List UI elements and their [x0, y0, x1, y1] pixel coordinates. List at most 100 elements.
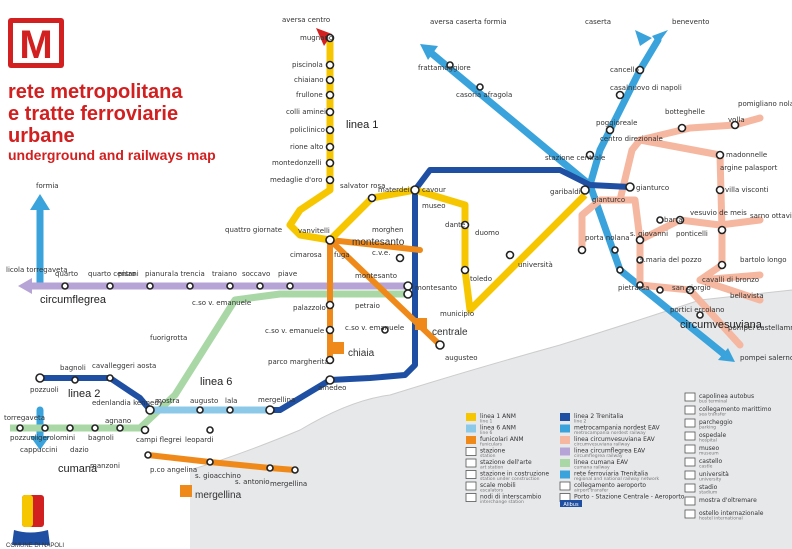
funicular-centrale-label: centrale [432, 327, 468, 338]
station-quarto-centro: quarto centro [88, 270, 136, 278]
station-augusteo: augusteo [445, 354, 478, 362]
station-parco-margherita: parco margherita [268, 358, 329, 366]
station-edenlandia: edenlandia kennedy [92, 399, 163, 407]
station-cavalleggeri: cavalleggeri aosta [92, 362, 156, 370]
legend-label: collegamento aeroporto [574, 482, 646, 489]
sea-area [190, 290, 792, 549]
funicular-icon [415, 318, 427, 330]
legend-label: stazione [480, 448, 505, 455]
station-materdei: materdei [378, 186, 410, 194]
station-chiaiano: chiaiano [294, 76, 323, 84]
legend-label: parcheggio [699, 419, 733, 426]
station-p-angelina: p.co angelina [150, 466, 197, 474]
station-casalnuovo: casalnuovo di napoli [610, 84, 682, 92]
legend-swatch [560, 424, 570, 433]
legend-sublabel: regional and national railway network [574, 476, 660, 482]
station-caserta: caserta [585, 18, 611, 26]
station-garibaldi: garibaldi [550, 188, 581, 196]
station-san-giorgio: san giorgio [672, 284, 711, 292]
station-villa-visconti: villa visconti [725, 186, 769, 194]
station-cve: c.v.e. [372, 249, 390, 257]
station-casoria: casoria afragola [456, 91, 512, 99]
station-s-giovanni: s. giovanni [630, 230, 668, 238]
station-bagnoli: bagnoli [60, 364, 86, 372]
comune-logo [12, 495, 50, 545]
station-gianturco-cv: gianturco [592, 196, 625, 204]
station-aversa-caserta: aversa caserta formia [430, 18, 507, 26]
station-morghen: morghen [372, 226, 403, 234]
station-torregaveta: torregaveta [4, 414, 45, 422]
station-montesanto-cumana: montesanto [415, 284, 457, 292]
station-rione-alto: rione alto [290, 143, 323, 151]
legend-swatch [560, 447, 570, 456]
station-sarno: sarno ottaviano [750, 212, 792, 220]
station-montedonzelli: montedonzelli [272, 159, 322, 167]
legend-label: linea 6 ANM [480, 425, 516, 432]
station-cso-v-emanuele-cumana: c.so v. emanuele [192, 299, 251, 307]
legend-sublabel: line 6 [480, 430, 493, 436]
station-medaglie-doro: medaglie d'oro [270, 176, 322, 184]
coastline [189, 289, 792, 471]
legend-label: linea 1 ANM [480, 413, 516, 420]
station-labels: aversa centro mugnano piscinola chiaiano… [4, 16, 792, 488]
legend-swatch [560, 459, 570, 467]
legend-swatch [465, 458, 477, 468]
station-cancello: cancello [610, 66, 639, 74]
comune-label: COMUNE DI NAPOLI [6, 543, 64, 549]
funicular-chiaia-label: chiaia [348, 348, 375, 359]
linea-1-label: linea 1 [346, 119, 378, 131]
legend-sublabel: hostel international [699, 516, 743, 522]
station-bellavista: bellavista [730, 292, 764, 300]
station-augusto: augusto [190, 397, 218, 405]
legend-swatch [465, 447, 477, 456]
legend-sublabel: bus terminal [699, 399, 727, 405]
station-dante: dante [445, 221, 465, 229]
station-vesuvio-de-meis: vesuvio de meis [690, 209, 747, 217]
legend-sublabel: university [699, 477, 722, 483]
station-stazione-centrale: stazione centrale [545, 154, 605, 162]
station-mergellina-l6: mergellina [258, 396, 295, 404]
legend-swatch [684, 457, 696, 467]
legend-sublabel: station [480, 453, 496, 459]
legend-label: museo [699, 445, 719, 452]
station-licola: licola torregaveta [6, 266, 68, 274]
station-argine: argine palasport [720, 164, 778, 172]
station-cavalli-di-bronzo: cavalli di bronzo [702, 276, 759, 284]
linea-6-label: linea 6 [200, 376, 232, 388]
circumvesuviana-label: circumvesuviana [680, 319, 763, 331]
linea-2-line [40, 167, 631, 413]
legend-sublabel: funiculars [480, 442, 503, 448]
linea-1-arrow [316, 28, 332, 46]
metro-logo-letter: M [19, 23, 52, 67]
legend-swatch [465, 481, 477, 491]
station-fuga: fuga [334, 251, 350, 259]
legend-label: ostello internazionale [699, 510, 764, 517]
legend-label: collegamento marittimo [699, 406, 772, 413]
cumana-label: cumana [58, 463, 98, 475]
station-museo: museo [422, 202, 446, 210]
legend-sublabel: escalators [480, 488, 504, 494]
station-pompei-salerno: pompei salerno [740, 354, 792, 362]
station-palazzolo: palazzolo [293, 304, 326, 312]
station-s-antonio: s. antonio [235, 478, 270, 486]
station-petraio: petraio [355, 302, 380, 310]
legend-label: rete ferroviaria Trenitalia [574, 471, 648, 478]
legend-swatch [559, 481, 571, 491]
station-frullone: frullone [296, 91, 323, 99]
station-benevento: benevento [672, 18, 709, 26]
station-salvator-rosa: salvator rosa [340, 182, 385, 190]
station-volla: volla [728, 116, 745, 124]
legend-label: linea circumvesuviana EAV [574, 436, 656, 443]
legend-label: capolinea autobus [699, 393, 754, 400]
rail-arrows [30, 30, 735, 450]
station-mergellina-funicular: mergellina [270, 480, 307, 488]
legend-swatch [684, 470, 696, 480]
legend-label: stadio [699, 484, 718, 491]
station-cso-v-emanuele-centrale: c.so v. emanuele [345, 324, 404, 332]
legend-sublabel: parking [699, 425, 716, 431]
station-agnano: agnano [105, 417, 131, 425]
legend-swatch [684, 392, 696, 402]
legend-sublabel: airport transfer [574, 488, 608, 494]
station-ponticelli: ponticelli [676, 230, 708, 238]
